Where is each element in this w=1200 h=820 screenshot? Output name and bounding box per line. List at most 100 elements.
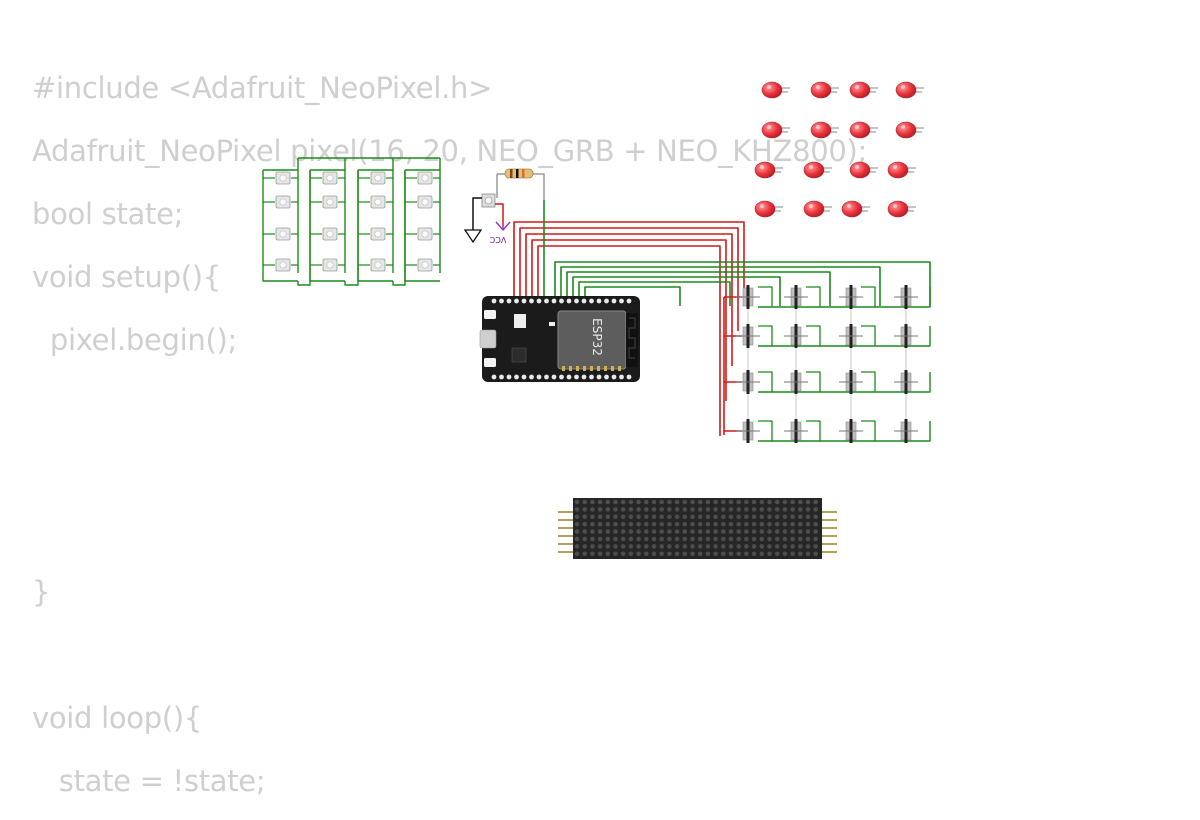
matrix-dot [713, 529, 718, 534]
wire [572, 276, 781, 306]
matrix-dot [667, 514, 672, 520]
matrix-dot [782, 529, 788, 534]
wire [861, 371, 876, 392]
matrix-dot [667, 521, 672, 527]
neopixel-lens [279, 198, 287, 206]
matrix-dot [605, 529, 611, 534]
matrix-dot [782, 544, 788, 549]
esp32-board[interactable] [479, 296, 640, 382]
matrix-dot [667, 536, 672, 542]
circuit-canvas[interactable]: VCC ESP32 [0, 0, 1200, 630]
matrix-dot [813, 514, 818, 520]
neopixel-lens [326, 230, 334, 238]
matrix-dot [713, 507, 718, 512]
matrix-dot [751, 544, 757, 549]
matrix-dot [805, 514, 811, 520]
wire [309, 170, 345, 282]
wire [495, 203, 504, 226]
neopixel-lens [374, 198, 382, 206]
code-line: void loop(){ [32, 701, 203, 735]
matrix-dot [728, 529, 734, 534]
matrix-dot [659, 514, 664, 520]
header-pin [604, 374, 609, 380]
matrix-dot [651, 544, 657, 549]
matrix-dot [713, 544, 718, 549]
matrix-dot [805, 536, 811, 542]
matrix-dot [644, 551, 649, 557]
matrix-dot [644, 544, 649, 549]
code-line: pixel.begin(); [32, 323, 237, 357]
red-led [761, 81, 783, 99]
wire [578, 281, 731, 306]
neopixel-lens [421, 261, 429, 269]
led-highlight [855, 125, 859, 129]
wire [472, 197, 482, 230]
matrix-dot [682, 551, 688, 557]
matrix-dot [790, 529, 795, 534]
matrix-dot [582, 521, 587, 527]
wire [519, 227, 739, 331]
header-pin [574, 374, 579, 380]
neopixel-lens [374, 230, 382, 238]
header-pin [536, 374, 542, 380]
code-line: bool state; [32, 197, 184, 231]
matrix-dot [697, 544, 703, 549]
matrix-dot [751, 499, 757, 505]
matrix-dot [574, 544, 580, 549]
matrix-dot [744, 536, 749, 542]
matrix-dot [697, 551, 703, 557]
matrix-dot [728, 521, 734, 527]
header-pin [544, 298, 549, 304]
module-pad [611, 366, 614, 371]
matrix-dot [574, 507, 580, 512]
wire [758, 371, 773, 392]
matrix-dot [728, 544, 734, 549]
red-led [849, 161, 871, 179]
matrix-dot [705, 499, 711, 505]
matrix-dot [613, 529, 618, 534]
red-led [810, 121, 832, 139]
header-pin [611, 374, 617, 380]
matrix-dot [682, 544, 688, 549]
matrix-dot [620, 499, 626, 505]
matrix-dot [690, 499, 695, 505]
matrix-dot [667, 551, 672, 557]
neopixel-lens [326, 174, 334, 182]
matrix-dot [590, 507, 595, 512]
matrix-dot [597, 536, 603, 542]
matrix-dot [736, 514, 741, 520]
matrix-dot [636, 551, 641, 557]
header-pin [506, 374, 512, 380]
matrix-dot [759, 499, 765, 505]
matrix-dot [790, 514, 795, 520]
matrix-dot [751, 507, 757, 512]
matrix-dot [705, 521, 711, 527]
header-pin [619, 298, 624, 304]
matrix-dot [697, 507, 703, 512]
matrix-dot [728, 551, 734, 557]
header-pin [551, 374, 557, 380]
header-pin [574, 298, 579, 304]
module-pad [583, 366, 586, 371]
vcc-label: VCC [489, 235, 506, 244]
matrix-dot [690, 544, 695, 549]
red-led [803, 161, 825, 179]
header-pin [499, 374, 504, 380]
matrix-dot [728, 514, 734, 520]
matrix-dot [721, 536, 726, 542]
matrix-dot [790, 536, 795, 542]
voltage-regulator [514, 314, 526, 328]
matrix-dot [736, 507, 741, 512]
led-highlight [893, 165, 897, 169]
matrix-dot [721, 529, 726, 534]
red-led [761, 121, 783, 139]
matrix-dot [597, 499, 603, 505]
matrix-dot [674, 544, 680, 549]
neopixel-lens [421, 230, 429, 238]
red-led [754, 200, 776, 218]
ground-symbol [463, 229, 483, 244]
matrix-dot [651, 551, 657, 557]
matrix-dot [582, 499, 587, 505]
pushbutton-cap [484, 196, 493, 205]
matrix-dot [659, 551, 664, 557]
